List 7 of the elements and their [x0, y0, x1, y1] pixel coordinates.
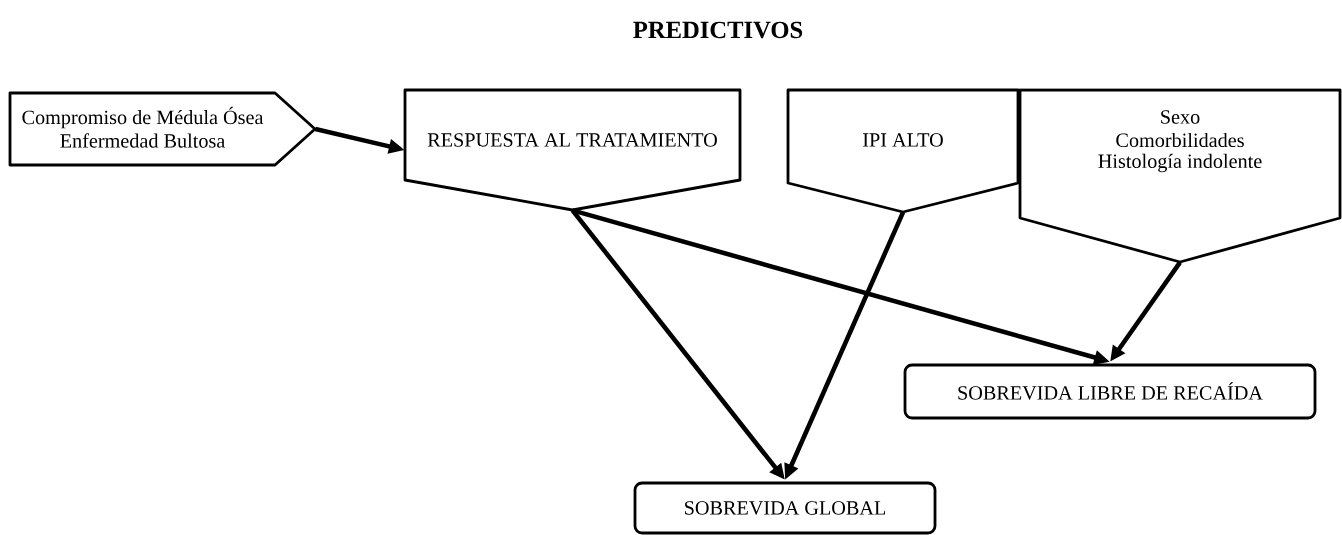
factor-box: Sexo Comorbilidades Histología indolente — [1018, 88, 1342, 264]
factor-tag: Compromiso de Médula Ósea Enfermedad Bultosa — [8, 91, 317, 167]
outcome-box: SOBREVIDA GLOBAL — [633, 481, 937, 535]
outcome-box: SOBREVIDA LIBRE DE RECAÍDA — [903, 363, 1317, 420]
factor-box: IPI ALTO — [786, 88, 1020, 214]
title: PREDICTIVOS — [633, 21, 803, 39]
factor-box: RESPUESTA AL TRATAMIENTO — [403, 88, 742, 212]
